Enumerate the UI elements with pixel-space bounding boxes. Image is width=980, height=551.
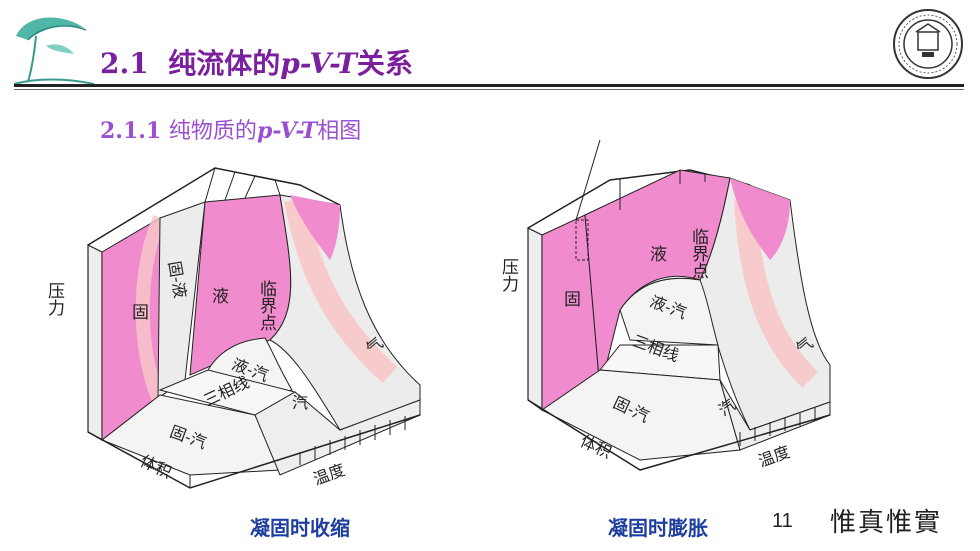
solid-label: 固: [132, 303, 149, 323]
caption-contracting: 凝固时收缩: [250, 516, 350, 540]
axis-temperature-label: 温度: [311, 460, 348, 489]
liquid-label-right: 液: [650, 245, 667, 265]
axis-pressure-label-right: 压力: [498, 258, 519, 292]
section-subtitle: 2.1.1 纯物质的p-V-T相图: [100, 118, 362, 144]
caption-expanding: 凝固时膨胀: [608, 516, 708, 540]
university-motto: 惟真惟實: [830, 508, 943, 538]
header-divider-thin: [14, 89, 964, 90]
pvt-diagram-contracting: 压力 固 固-液 液 临界点 液-汽 三相线 汽 气 固-汽 体积 温度: [44, 167, 421, 489]
critical-point-label-right: 临界点: [688, 228, 709, 279]
axis-pressure-label: 压力: [44, 282, 65, 316]
page-number: 11: [772, 510, 793, 532]
solid-label-right: 固: [564, 290, 581, 310]
vapor-label: 汽: [292, 393, 308, 412]
pvt-diagram-expanding: 压力 固 液 临界点 液-汽 三相线 汽 气 固-汽 体积 温度: [498, 140, 831, 471]
university-seal-icon: [893, 9, 963, 79]
page-title: 2.1 纯流体的p-V-T关系: [100, 47, 413, 80]
liquid-label: 液: [212, 287, 229, 307]
leaf-logo-icon: [13, 17, 95, 85]
header-divider: [14, 84, 964, 87]
critical-point-label: 临界点: [256, 280, 277, 331]
liquid-vapor-dome-right: [619, 277, 719, 346]
axis-temperature-label-right: 温度: [756, 442, 793, 471]
